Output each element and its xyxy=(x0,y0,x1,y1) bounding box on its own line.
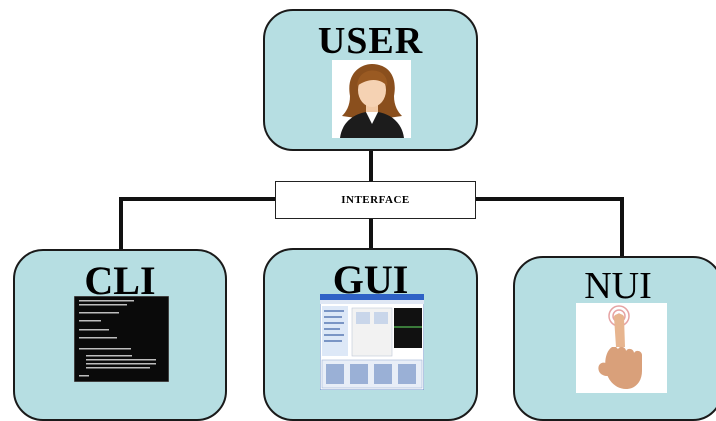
female-user-avatar-icon xyxy=(332,60,411,138)
connector-left-drop xyxy=(119,197,123,257)
user-box: USER xyxy=(263,9,478,151)
touch-finger-icon xyxy=(576,303,667,393)
connector-right-drop xyxy=(620,197,624,259)
cli-box: CLI xyxy=(13,249,227,421)
connector-user-to-interface xyxy=(369,148,373,182)
user-title: USER xyxy=(317,20,424,62)
interface-label: INTERFACE xyxy=(341,194,410,206)
nui-title: NUI xyxy=(584,265,652,307)
interface-box: INTERFACE xyxy=(275,181,476,219)
gui-box: GUI xyxy=(263,248,478,421)
graphical-window-screenshot-icon xyxy=(319,293,425,391)
command-line-window-icon xyxy=(73,295,170,383)
nui-box: NUI xyxy=(513,256,716,421)
connector-center-drop xyxy=(369,218,373,252)
